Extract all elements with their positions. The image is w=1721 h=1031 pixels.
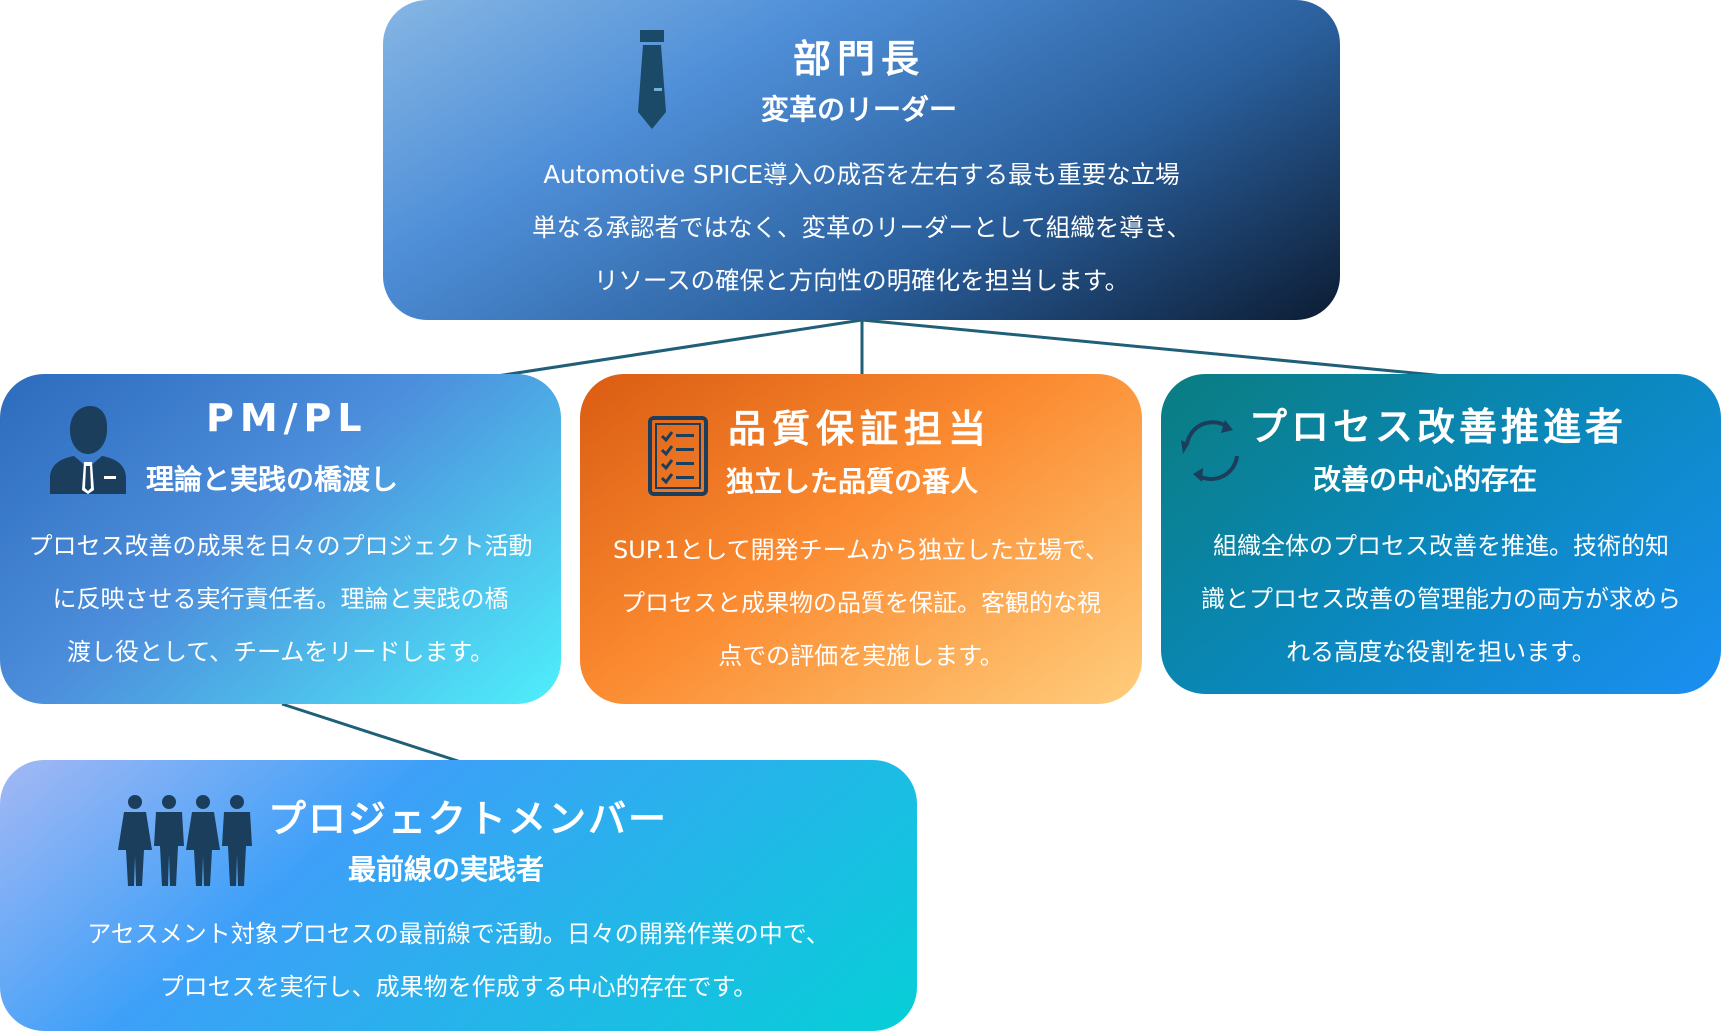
- department-head-card: 部門長 変革のリーダー Automotive SPICE導入の成否を左右する最も…: [383, 0, 1340, 320]
- cycle-arrows-icon: [1181, 420, 1239, 482]
- description-line: 単なる承認者ではなく、変革のリーダーとして組織を導き、: [531, 213, 1192, 242]
- quality-assurance-title: 品質保証担当: [728, 407, 993, 451]
- description-line: SUP.1として開発チームから独立した立場で、: [612, 536, 1110, 564]
- description-line: プロセスと成果物の品質を保証。客観的な視: [621, 589, 1101, 617]
- description-line: Automotive SPICE導入の成否を左右する最も重要な立場: [543, 160, 1180, 189]
- description-line: 識とプロセス改善の管理能力の両方が求めら: [1201, 585, 1681, 613]
- description-line: 組織全体のプロセス改善を推進。技術的知: [1213, 532, 1669, 560]
- description-line: に反映させる実行責任者。理論と実践の橋: [52, 585, 509, 613]
- description-line: 渡し役として、チームをリードします。: [67, 638, 494, 666]
- department-head-subtitle: 変革のリーダー: [761, 93, 958, 126]
- necktie-icon: [638, 30, 666, 129]
- quality-assurance-subtitle: 独立した品質の番人: [726, 465, 979, 498]
- description-line: プロセス改善の成果を日々のプロジェクト活動: [28, 532, 533, 560]
- process-improvement-description: 組織全体のプロセス改善を推進。技術的知 識とプロセス改善の管理能力の両方が求めら…: [1161, 520, 1721, 679]
- connector-head-proc: [861, 318, 1446, 378]
- pm-pl-subtitle: 理論と実践の橋渡し: [146, 463, 399, 496]
- connector-head-pm: [496, 318, 863, 378]
- checklist-icon: [648, 416, 708, 496]
- project-member-description: アセスメント対象プロセスの最前線で活動。日々の開発作業の中で、 プロセスを実行し…: [0, 908, 917, 1014]
- pm-pl-card: PM/PL 理論と実践の橋渡し プロセス改善の成果を日々のプロジェクト活動 に反…: [0, 374, 561, 704]
- project-member-title: プロジェクトメンバー: [268, 797, 669, 841]
- process-improvement-subtitle: 改善の中心的存在: [1313, 463, 1538, 496]
- description-line: リソースの確保と方向性の明確化を担当します。: [593, 266, 1130, 295]
- description-line: アセスメント対象プロセスの最前線で活動。日々の開発作業の中で、: [87, 920, 830, 948]
- businessman-icon: [50, 406, 126, 494]
- description-line: プロセスを実行し、成果物を作成する中心的存在です。: [159, 973, 758, 1001]
- pm-pl-description: プロセス改善の成果を日々のプロジェクト活動 に反映させる実行責任者。理論と実践の…: [0, 520, 561, 679]
- description-line: 点での評価を実施します。: [718, 642, 1004, 670]
- team-people-icon: [118, 795, 252, 886]
- project-member-card: プロジェクトメンバー 最前線の実践者 アセスメント対象プロセスの最前線で活動。日…: [0, 760, 917, 1031]
- project-member-subtitle: 最前線の実践者: [348, 853, 545, 886]
- quality-assurance-card: 品質保証担当 独立した品質の番人 SUP.1として開発チームから独立した立場で、…: [580, 374, 1142, 704]
- process-improvement-card: プロセス改善推進者 改善の中心的存在 組織全体のプロセス改善を推進。技術的知 識…: [1161, 374, 1721, 694]
- connector-pm-member: [281, 702, 462, 764]
- department-head-title: 部門長: [793, 37, 926, 81]
- department-head-description: Automotive SPICE導入の成否を左右する最も重要な立場 単なる承認者…: [383, 148, 1340, 307]
- quality-assurance-description: SUP.1として開発チームから独立した立場で、 プロセスと成果物の品質を保証。客…: [580, 524, 1142, 683]
- description-line: れる高度な役割を担います。: [1286, 638, 1596, 666]
- process-improvement-title: プロセス改善推進者: [1249, 405, 1628, 449]
- pm-pl-title: PM/PL: [206, 396, 368, 440]
